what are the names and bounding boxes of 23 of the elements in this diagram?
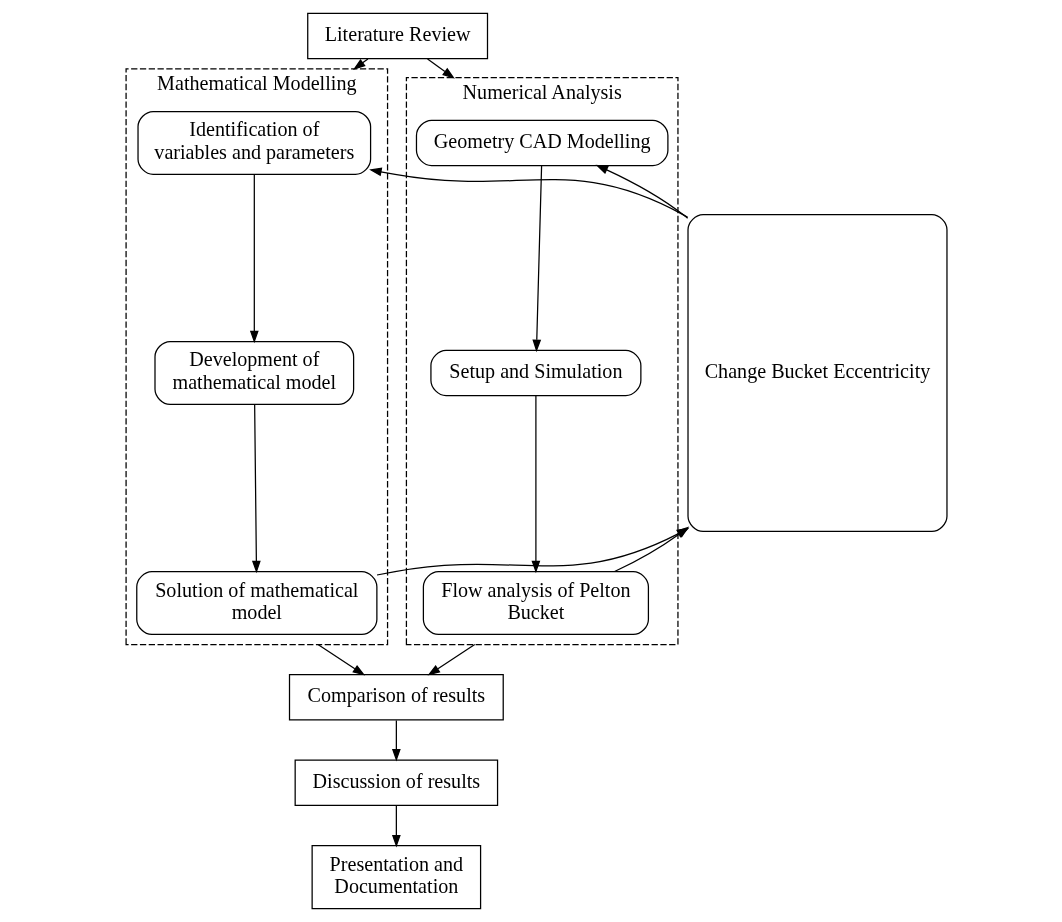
node-box: Solution of mathematical model <box>135 571 377 636</box>
node-box: Development of mathematical model <box>153 340 354 406</box>
node-box: Change Bucket Eccentricity <box>686 214 948 533</box>
arrow <box>427 643 475 676</box>
arrow <box>251 403 261 574</box>
node-box: Identification of variables and parameters <box>136 110 371 175</box>
arrow <box>531 165 542 353</box>
node-box: Flow analysis of Pelton Bucket <box>422 571 649 636</box>
arrow <box>531 395 540 574</box>
arrow <box>368 167 688 218</box>
node-box: Literature Review <box>306 12 488 60</box>
arrow <box>595 164 688 219</box>
node-box: Discussion of results <box>294 759 498 807</box>
node-box: Presentation and Documentation <box>311 845 481 910</box>
arrow <box>391 719 401 762</box>
arrow <box>316 643 365 676</box>
node-box: Setup and Simulation <box>429 349 641 397</box>
arrow <box>249 173 259 344</box>
arrow <box>391 805 401 848</box>
arrow <box>352 58 369 70</box>
node-box: Geometry CAD Modelling <box>415 119 669 167</box>
arrow <box>426 58 455 79</box>
node-box: Comparison of results <box>288 674 504 721</box>
